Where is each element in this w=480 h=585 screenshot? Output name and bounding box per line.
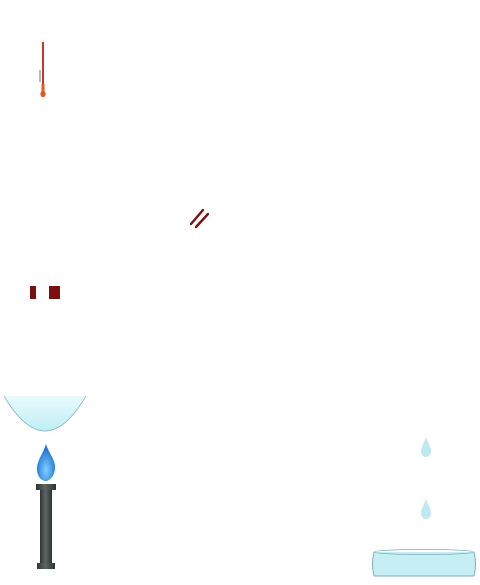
flame-icon bbox=[34, 442, 58, 482]
stand-block-right[interactable] bbox=[48, 286, 61, 299]
collection-tray[interactable] bbox=[368, 546, 480, 580]
thermometer-icon[interactable] bbox=[36, 40, 48, 100]
stand-block-left[interactable] bbox=[28, 286, 38, 299]
evaporating-dish[interactable] bbox=[2, 394, 88, 436]
water-drop-upper-icon bbox=[419, 436, 433, 458]
burner-icon[interactable] bbox=[33, 482, 59, 570]
tongs-icon[interactable] bbox=[188, 205, 214, 231]
water-drop-lower-icon bbox=[419, 498, 433, 520]
